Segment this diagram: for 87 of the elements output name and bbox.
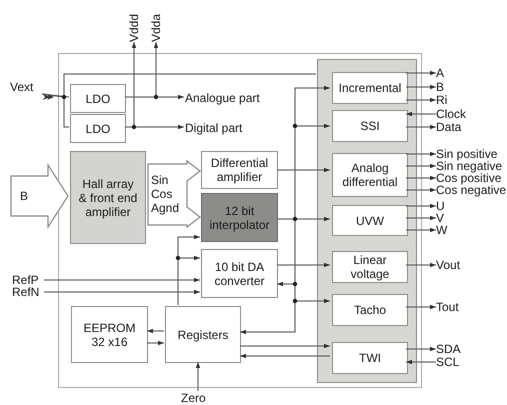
function-block [165,306,241,363]
interpolator-block [201,193,278,242]
block-arrow [10,164,69,228]
arrow [406,152,436,156]
block-label: UVW [355,214,385,228]
block-label: SSI [359,119,381,133]
arrow [240,354,330,358]
signal-label: Vext [10,80,42,94]
signal-label: Cos negative [436,183,507,197]
connector-line [42,94,70,98]
arrow [196,362,200,392]
block-label: Differential amplifier [210,156,270,184]
arrow [406,360,436,364]
function-block [70,84,126,113]
function-block [332,294,408,326]
arrow [406,98,436,102]
signal-label: Analogue part [185,91,305,105]
interface-panel [317,59,417,383]
function-block [70,114,126,143]
arrow [406,346,436,352]
signal-label: Cos positive [436,171,507,185]
arrow [44,290,200,294]
signal-label: Sin negative [436,159,507,173]
signal-label: Zero [181,391,215,405]
arrow [406,124,436,130]
block-label: Tacho [352,303,388,317]
function-block [332,205,408,236]
function-block [201,151,278,189]
signal-label: A [436,66,507,80]
arrow [240,344,330,348]
signal-label: B [436,80,507,94]
arrow [406,304,436,310]
arrow [406,176,436,180]
signal-label: RefP [12,273,44,287]
arrow [44,278,200,282]
arrow [406,84,436,90]
signal-label: SCL [436,355,507,369]
signal-label: Vout [436,258,507,272]
connector-line [42,74,316,98]
block-label: 12 bit interpolator [208,204,271,232]
block-label: Incremental [338,81,402,95]
signal-label: Ri [436,93,507,107]
arrow [406,204,436,208]
block-label: LDO [84,92,112,106]
function-block [332,72,408,104]
block-arrow [147,161,201,227]
arrow [406,188,436,192]
function-block [332,251,408,283]
block-label: Registers [176,328,230,342]
function-block [332,153,408,197]
signal-label: Tout [436,300,507,314]
chip-outline [58,53,422,388]
arrow [406,228,436,232]
signal-label: Vdda [150,6,162,42]
block-label: 10 bit DA converter [213,260,266,288]
block-label: Analog differential [341,161,399,189]
function-block [332,342,408,374]
arrow [406,164,436,168]
block-label: EEPROM 32 x16 [82,320,136,348]
block-label: TWI [358,351,382,365]
arrow [406,112,436,116]
function-block [201,249,278,298]
sensor-block [70,151,146,244]
signal-label: V [436,211,507,225]
arrow-label: B [19,189,30,203]
arrow [276,262,330,268]
signal-label: U [436,199,507,213]
function-block [71,306,148,363]
signal-label: Data [436,120,507,134]
signal-label: Digital part [185,121,295,135]
arrow-label: Sin Cos Agnd [150,173,180,215]
function-block [332,110,408,142]
arrow [146,328,164,334]
signal-label: RefN [12,285,44,299]
block-label: LDO [84,122,112,136]
signal-label: SDA [436,342,507,356]
block-label: Hall array & front end amplifier [78,176,138,218]
signal-label: Clock [436,107,507,121]
arrow [406,70,436,76]
signal-label: Vddd [128,6,140,42]
arrow [406,216,436,220]
signal-label: Sin positive [436,147,507,161]
arrow [146,340,164,346]
arrow [276,168,330,172]
arrow [406,262,436,268]
block-label: Linear voltage [350,253,390,281]
signal-label: W [436,223,507,237]
